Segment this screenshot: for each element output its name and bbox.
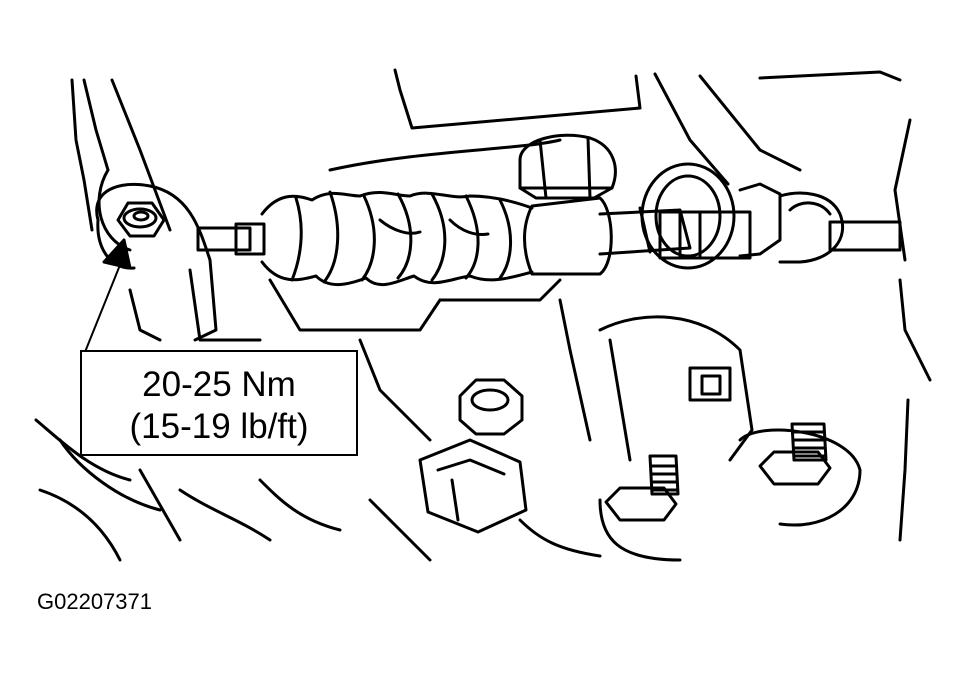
lower-bracket	[598, 315, 754, 462]
stud-bolt-right	[738, 422, 862, 527]
torque-bolt	[116, 201, 166, 238]
torque-metric-label: 20-25 Nm	[142, 365, 296, 404]
housing-outlines	[70, 68, 932, 542]
cable-end-bushing	[640, 162, 902, 270]
connector-plug	[418, 438, 528, 534]
torque-imperial-label: (15-19 lb/ft)	[129, 407, 309, 446]
rubber-boot	[260, 190, 534, 287]
upper-hex-nut	[518, 133, 617, 200]
lower-left-details	[34, 418, 602, 562]
torque-callout: 20-25 Nm (15-19 lb/ft)	[80, 350, 358, 456]
stud-bolt-left	[598, 454, 682, 562]
mid-hex-bolt	[458, 378, 524, 436]
figure-id: G02207371	[37, 589, 152, 614]
callout-leader	[84, 238, 132, 353]
cable-rod	[196, 222, 266, 256]
